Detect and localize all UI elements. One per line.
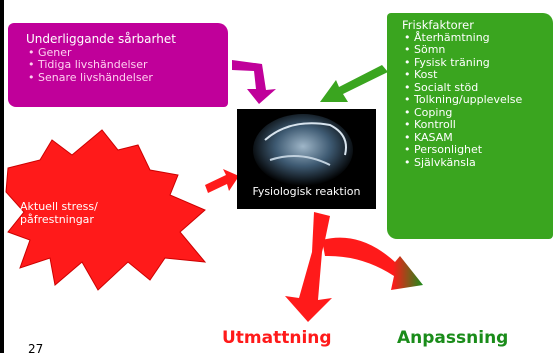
vulnerability-box: Underliggande sårbarhet Gener Tidiga liv…	[8, 23, 228, 107]
protective-item: KASAM	[402, 131, 553, 145]
split-arrow-stem	[312, 212, 330, 252]
protective-item: Återhämtning	[402, 31, 553, 45]
protective-list: Återhämtning Sömn Fysisk träning Kost So…	[402, 31, 553, 170]
protective-factors-box: Friskfaktorer Återhämtning Sömn Fysisk t…	[387, 13, 553, 239]
arrow-from-vulnerability	[232, 60, 276, 104]
protective-item: Självkänsla	[402, 156, 553, 170]
vulnerability-item: Gener	[26, 46, 228, 60]
protective-item: Personlighet	[402, 143, 553, 157]
vulnerability-title: Underliggande sårbarhet	[26, 32, 176, 46]
protective-item: Socialt stöd	[402, 81, 553, 95]
physiological-reaction-label: Fysiologisk reaktion	[252, 185, 361, 198]
exhaustion-label: Utmattning	[222, 328, 332, 348]
protective-item: Kontroll	[402, 118, 553, 132]
slide-left-border	[0, 0, 4, 353]
protective-item: Coping	[402, 106, 553, 120]
page-number: 27	[28, 342, 44, 356]
vulnerability-item: Tidiga livshändelser	[26, 58, 228, 72]
stress-burst-shape	[5, 129, 207, 291]
arrow-from-stress	[205, 169, 239, 193]
protective-item: Kost	[402, 68, 553, 82]
brain-fold-line	[264, 122, 347, 156]
brain-fold-line-2	[269, 155, 331, 166]
stress-label: Aktuell stress/ påfrestningar	[20, 200, 98, 226]
arrow-to-adaptation	[322, 237, 423, 290]
arrow-from-protective	[320, 65, 388, 102]
protective-item: Fysisk träning	[402, 56, 553, 70]
vulnerability-list: Gener Tidiga livshändelser Senare livshä…	[26, 46, 228, 85]
adaptation-label: Anpassning	[397, 328, 509, 348]
protective-item: Tolkning/upplevelse	[402, 93, 553, 107]
brain-scan-shape	[253, 114, 353, 186]
arrow-to-exhaustion	[285, 252, 332, 322]
vulnerability-item: Senare livshändelser	[26, 71, 228, 85]
protective-title: Friskfaktorer	[402, 18, 474, 32]
protective-item: Sömn	[402, 43, 553, 57]
